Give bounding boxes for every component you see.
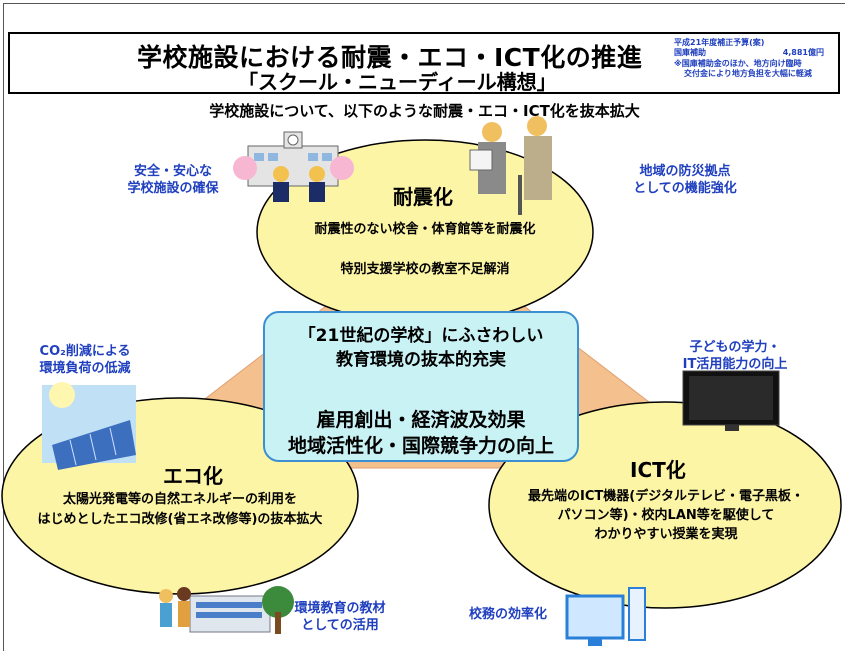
label-envedu-line2: としての活用 — [301, 618, 379, 633]
construction-workers-illustration — [469, 116, 552, 215]
label-co2-line1: CO₂削減による — [39, 344, 131, 359]
top-ellipse-line1: 耐震性のない校舎・体育館等を耐震化 — [314, 222, 536, 237]
label-envedu: 環境教育の教材 としての活用 — [280, 600, 400, 634]
center-line3: 雇用創出・経済波及効果 — [316, 409, 526, 431]
label-disaster-line2: としての機能強化 — [633, 181, 737, 196]
left-ellipse-title: エコ化 — [163, 464, 223, 488]
left-ellipse-line2: はじめとしたエコ改修(省エネ改修等)の抜本拡大 — [37, 512, 323, 527]
center-line4: 地域活性化・国際競争力の向上 — [287, 435, 554, 457]
solar-panel-illustration — [42, 382, 136, 470]
title-box — [8, 32, 840, 94]
label-disaster: 地域の防災拠点 としての機能強化 — [610, 163, 760, 197]
sub-title: 「スクール・ニューディール構想」 — [238, 70, 557, 94]
budget-note1: ※国庫補助金のほか、地方向け臨時 — [674, 59, 802, 68]
label-disaster-line1: 地域の防災拠点 — [639, 164, 731, 179]
budget-line2: 国庫補助 4,881億円 — [674, 48, 824, 58]
computer-illustration — [565, 587, 646, 646]
label-envedu-line1: 環境教育の教材 — [294, 601, 386, 616]
label-co2: CO₂削減による 環境負荷の低減 — [20, 343, 150, 377]
left-ellipse-line1: 太陽光発電等の自然エネルギーの利用を — [62, 492, 297, 507]
label-kids-line2: IT活用能力の向上 — [682, 357, 788, 372]
school-building-illustration — [233, 131, 354, 187]
top-ellipse-line2: 特別支援学校の教室不足解消 — [340, 262, 510, 277]
budget-label: 国庫補助 — [674, 48, 706, 57]
budget-line1: 平成21年度補正予算(案) — [674, 38, 765, 47]
top-ellipse-title: 耐震化 — [393, 185, 453, 209]
label-safety-line2: 学校施設の確保 — [127, 181, 219, 196]
main-title: 学校施設における耐震・エコ・ICT化の推進 — [137, 43, 643, 72]
right-ellipse-title: ICT化 — [630, 458, 686, 482]
lead-text: 学校施設について、以下のような耐震・エコ・ICT化を抜本拡大 — [209, 102, 640, 120]
label-kids-line1: 子どもの学力・ — [689, 340, 781, 355]
center-box: 「21世紀の学校」にふさわしい 教育環境の抜本的充実 雇用創出・経済波及効果 地… — [263, 311, 579, 462]
label-office: 校務の効率化 — [468, 607, 547, 622]
budget-note2: 交付金により地方負担を大幅に軽減 — [684, 69, 812, 78]
right-ellipse-line2: パソコン等)・校内LAN等を駆使して — [557, 508, 775, 523]
center-line1: 「21世紀の学校」にふさわしい — [298, 326, 544, 346]
center-line2: 教育環境の抜本的充実 — [336, 350, 506, 370]
budget-value: 4,881億円 — [782, 48, 824, 57]
label-co2-line2: 環境負荷の低減 — [39, 361, 131, 376]
children-illustration — [273, 166, 325, 202]
label-safety: 安全・安心な 学校施設の確保 — [103, 163, 243, 197]
budget-note: 平成21年度補正予算(案) 国庫補助 4,881億円 ※国庫補助金のほか、地方向… — [674, 38, 824, 79]
television-illustration — [682, 370, 780, 431]
right-ellipse-line1: 最先端のICT機器(デジタルテレビ・電子黒板・ — [528, 489, 804, 504]
label-kids: 子どもの学力・ IT活用能力の向上 — [660, 339, 810, 373]
label-safety-line1: 安全・安心な — [133, 164, 212, 179]
right-ellipse-line3: わかりやすい授業を実現 — [594, 527, 738, 542]
eco-school-illustration — [159, 586, 294, 634]
page-frame — [3, 3, 845, 651]
